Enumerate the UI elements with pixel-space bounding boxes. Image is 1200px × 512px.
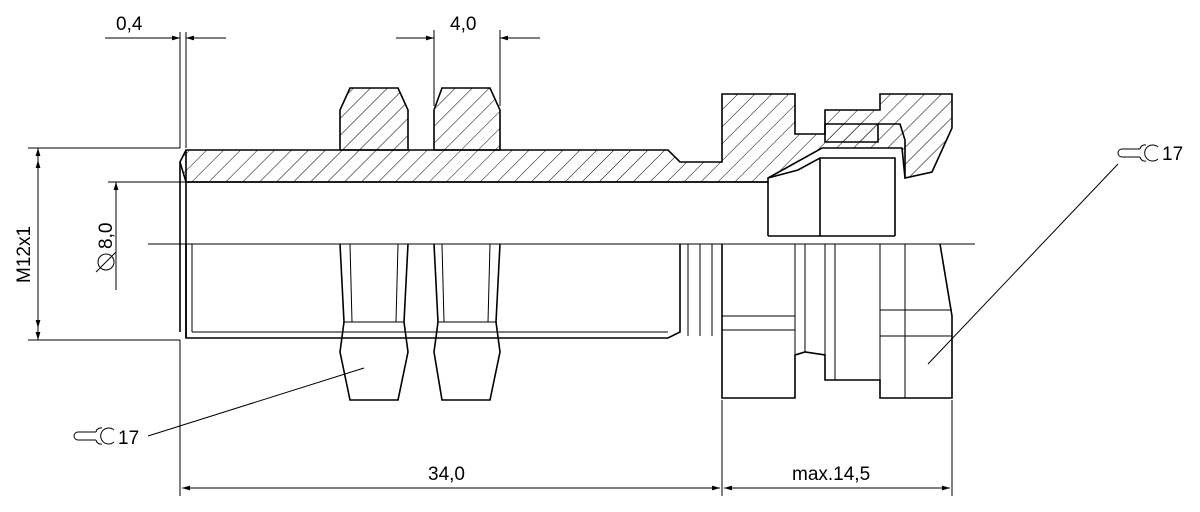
- dim-40-label: 4,0: [450, 14, 476, 35]
- dim-34-label: 34,0: [428, 464, 465, 485]
- wrench-left-label: 17: [118, 428, 139, 449]
- seal-ring: [824, 123, 879, 143]
- inner-insert: [878, 123, 906, 178]
- nut-2-face-line-a: [441, 243, 445, 323]
- dim-145-label: max.14,5: [792, 464, 870, 485]
- wrench-right-label: 17: [1162, 144, 1183, 165]
- nut-2-face-line-b: [487, 243, 491, 323]
- hex-flange-lower: [721, 243, 953, 399]
- bore-step: [767, 157, 896, 236]
- wrench-right-leader: [927, 163, 1119, 365]
- wrench-icon: [1117, 144, 1159, 162]
- nut-2-lower: [433, 243, 501, 401]
- nut-1-lower: [339, 243, 409, 401]
- diameter-symbol: [95, 251, 117, 273]
- dim-m12-label: M12x1: [14, 226, 35, 283]
- dim-d8-label: 8,0: [96, 223, 117, 249]
- body-section-upper: [179, 93, 953, 183]
- wrench-left-leader: [147, 367, 365, 437]
- nut-1-face-line-b: [395, 243, 399, 323]
- wrench-icon: [73, 427, 115, 445]
- dim-04-label: 0,4: [116, 14, 143, 35]
- nut-2-section: [433, 87, 501, 151]
- body-outline-lower: [185, 244, 681, 339]
- nut-1-face-line-a: [349, 243, 353, 323]
- nut-1-section: [339, 87, 409, 151]
